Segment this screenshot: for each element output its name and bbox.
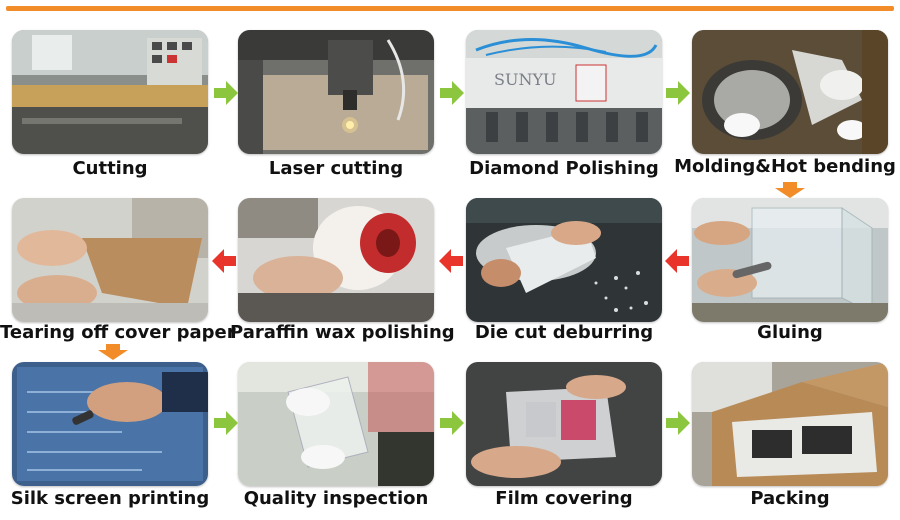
arrow-left-icon	[439, 249, 463, 273]
step-label-film-covering: Film covering	[495, 488, 633, 509]
photo-molding-hot-bending	[692, 30, 888, 154]
step-label-cutting: Cutting	[72, 158, 148, 179]
arrow-right-icon	[214, 81, 238, 105]
step-label-packing: Packing	[750, 488, 830, 509]
arrow-right-icon	[666, 411, 690, 435]
step-label-die-cut-deburring: Die cut deburring	[474, 322, 654, 343]
arrow-left-icon	[212, 249, 236, 273]
photo-laser-cutting	[238, 30, 434, 154]
machine-brand-text: SUNYU	[494, 70, 557, 89]
photo-gluing	[692, 198, 888, 322]
arrow-down-icon	[98, 344, 128, 360]
photo-packing	[692, 362, 888, 486]
step-label-quality-inspection: Quality inspection	[243, 488, 429, 509]
step-label-paraffin-wax-polishing: Paraffin wax polishing	[230, 322, 455, 343]
photo-cutting	[12, 30, 208, 154]
photo-silk-screen-printing	[12, 362, 208, 486]
step-label-laser-cutting: Laser cutting	[268, 158, 404, 179]
arrow-right-icon	[440, 81, 464, 105]
step-label-gluing: Gluing	[757, 322, 823, 343]
photo-diamond-polishing: SUNYU	[466, 30, 662, 154]
photo-quality-inspection	[238, 362, 434, 486]
photo-tearing-off-cover-paper	[12, 198, 208, 322]
step-label-molding-hot-bending: Molding&Hot bending	[674, 156, 896, 177]
top-accent-bar	[6, 6, 894, 11]
step-label-diamond-polishing: Diamond Polishing	[469, 158, 659, 179]
arrow-down-icon	[775, 182, 805, 198]
arrow-left-icon	[665, 249, 689, 273]
step-label-tearing-off-cover-paper: Tearing off cover paper	[0, 322, 236, 343]
step-label-silk-screen-printing: Silk screen printing	[10, 488, 210, 509]
arrow-right-icon	[214, 411, 238, 435]
arrow-right-icon	[440, 411, 464, 435]
photo-film-covering	[466, 362, 662, 486]
arrow-right-icon	[666, 81, 690, 105]
photo-die-cut-deburring	[466, 198, 662, 322]
photo-paraffin-wax-polishing	[238, 198, 434, 322]
